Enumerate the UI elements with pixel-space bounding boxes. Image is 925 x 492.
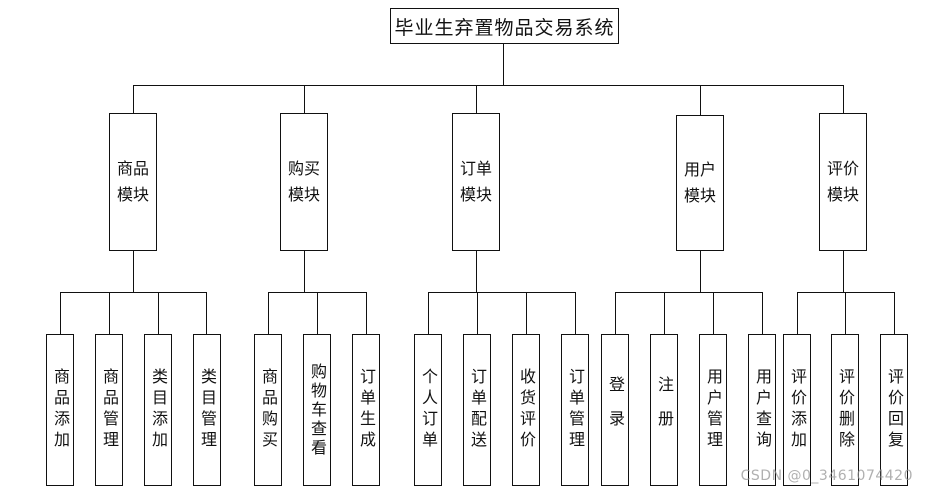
- leaf-label: 类目管理: [198, 368, 217, 452]
- connector-leaf: [109, 292, 111, 334]
- leaf-label: 用户管理: [704, 368, 723, 452]
- leaf-node: 用户查询: [748, 334, 776, 486]
- leaf-node: 类目管理: [193, 334, 221, 486]
- connector-mod5-stem: [843, 251, 845, 293]
- leaf-node: 收货评价: [512, 334, 540, 486]
- module-label: 商品 模块: [116, 159, 149, 204]
- root-node: 毕业生弃置物品交易系统: [390, 8, 619, 44]
- leaf-label: 订单配送: [468, 368, 487, 452]
- leaf-label: 收货评价: [517, 368, 536, 452]
- leaf-node: 商品添加: [46, 334, 74, 486]
- connector-leaf: [894, 292, 896, 334]
- leaf-label: 商品购买: [259, 368, 278, 452]
- connector-leaf: [206, 292, 208, 334]
- leaf-node: 个人订单: [414, 334, 442, 486]
- watermark: CSDN @0_3461074420: [740, 468, 913, 484]
- connector-module-bus: [133, 85, 844, 87]
- leaf-label: 用户查询: [753, 368, 772, 452]
- leaf-label: 登录: [606, 376, 625, 444]
- leaf-node: 购物车查看: [303, 334, 331, 486]
- module-node-order: 订单 模块: [452, 113, 500, 251]
- connector-module-2: [304, 85, 306, 113]
- connector-mod3-bus: [428, 292, 576, 294]
- leaf-node: 评价删除: [831, 334, 859, 486]
- connector-module-5: [843, 85, 845, 113]
- connector-leaf: [845, 292, 847, 334]
- connector-leaf: [60, 292, 62, 334]
- leaf-label: 商品添加: [51, 368, 70, 452]
- connector-leaf: [797, 292, 799, 334]
- connector-module-4: [700, 85, 702, 115]
- leaf-node: 用户管理: [699, 334, 727, 486]
- connector-leaf: [477, 292, 479, 334]
- connector-leaf: [268, 292, 270, 334]
- connector-leaf: [762, 292, 764, 334]
- connector-leaf: [158, 292, 160, 334]
- leaf-label: 个人订单: [419, 368, 438, 452]
- connector-module-1: [133, 85, 135, 113]
- connector-mod4-stem: [700, 251, 702, 293]
- leaf-node: 评价回复: [880, 334, 908, 486]
- connector-mod1-stem: [133, 251, 135, 293]
- connector-mod2-stem: [304, 251, 306, 293]
- connector-mod1-bus: [60, 292, 207, 294]
- connector-mod3-stem: [476, 251, 478, 293]
- connector-root-stem: [503, 44, 505, 86]
- leaf-label: 评价回复: [885, 368, 904, 452]
- module-node-user: 用户 模块: [676, 115, 724, 251]
- leaf-node: 订单配送: [463, 334, 491, 486]
- module-label: 订单 模块: [459, 159, 492, 204]
- module-label: 用户 模块: [683, 160, 716, 205]
- leaf-node: 商品管理: [95, 334, 123, 486]
- leaf-label: 购物车查看: [308, 362, 327, 458]
- leaf-label: 评价添加: [788, 368, 807, 452]
- connector-leaf: [366, 292, 368, 334]
- root-label: 毕业生弃置物品交易系统: [394, 16, 615, 39]
- connector-leaf: [428, 292, 430, 334]
- connector-leaf: [664, 292, 666, 334]
- module-node-review: 评价 模块: [819, 113, 867, 251]
- connector-leaf: [615, 292, 617, 334]
- leaf-node: 类目添加: [144, 334, 172, 486]
- connector-module-3: [476, 85, 478, 113]
- connector-mod4-bus: [615, 292, 763, 294]
- leaf-node: 商品购买: [254, 334, 282, 486]
- leaf-label: 类目添加: [149, 368, 168, 452]
- module-node-purchase: 购买 模块: [280, 113, 328, 251]
- leaf-node: 订单管理: [561, 334, 589, 486]
- leaf-node: 订单生成: [352, 334, 380, 486]
- module-label: 购买 模块: [287, 159, 320, 204]
- leaf-label: 注册: [655, 376, 674, 444]
- module-node-goods: 商品 模块: [109, 113, 157, 251]
- leaf-label: 评价删除: [836, 368, 855, 452]
- leaf-node: 登录: [601, 334, 629, 486]
- leaf-label: 订单生成: [357, 368, 376, 452]
- connector-leaf: [713, 292, 715, 334]
- connector-leaf: [317, 292, 319, 334]
- leaf-node: 评价添加: [783, 334, 811, 486]
- leaf-label: 订单管理: [566, 368, 585, 452]
- leaf-label: 商品管理: [100, 368, 119, 452]
- connector-leaf: [526, 292, 528, 334]
- module-label: 评价 模块: [826, 159, 859, 204]
- connector-leaf: [575, 292, 577, 334]
- leaf-node: 注册: [650, 334, 678, 486]
